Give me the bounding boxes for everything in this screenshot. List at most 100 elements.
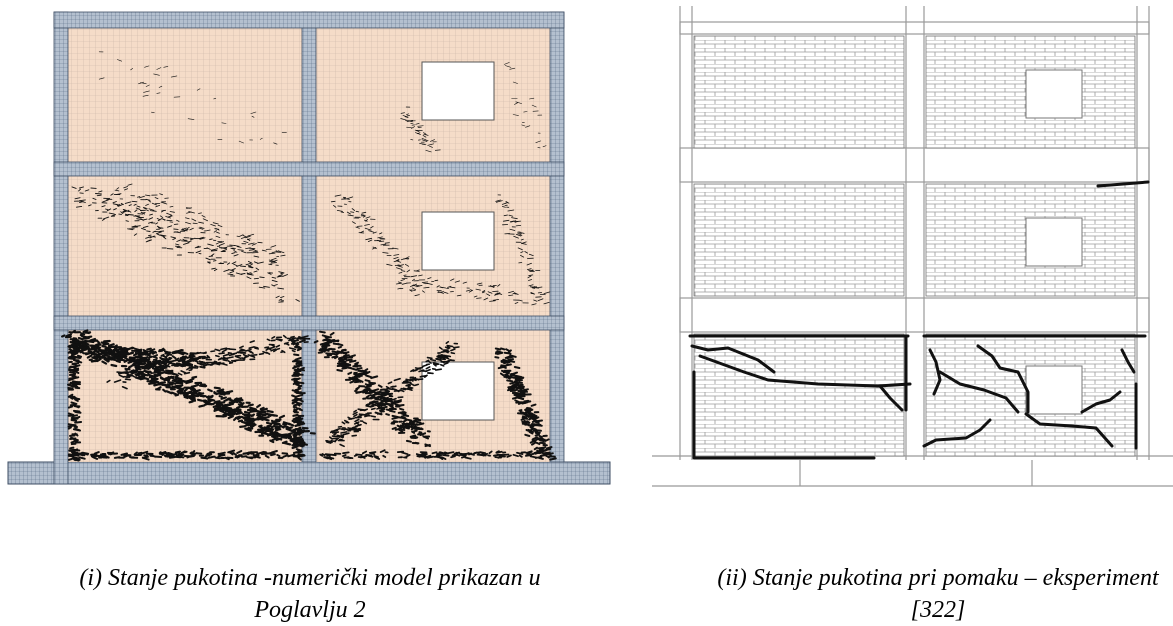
crack-mark [90, 339, 95, 341]
crack-mark [81, 333, 84, 334]
crack-mark [293, 439, 299, 440]
crack-mark [453, 455, 458, 456]
crack-mark [447, 346, 453, 347]
crack-mark [464, 454, 468, 455]
window-opening [1026, 218, 1082, 266]
crack-mark [353, 427, 357, 428]
crack-mark [62, 336, 64, 337]
crack-mark [380, 392, 384, 393]
crack-mark [513, 397, 518, 398]
crack-mark [379, 241, 384, 242]
crack-mark [98, 358, 100, 359]
crack-mark [298, 430, 304, 431]
crack-mark [516, 225, 521, 226]
crack-mark [192, 377, 196, 378]
crack-mark [223, 416, 226, 417]
crack-mark [331, 201, 335, 202]
crack-mark [297, 363, 300, 364]
crack-mark [134, 354, 136, 355]
crack-mark [535, 448, 537, 450]
crack-mark [294, 404, 300, 405]
crack-mark [324, 345, 329, 346]
crack-mark [126, 348, 128, 349]
crack-mark [232, 361, 236, 362]
crack-mark [163, 390, 165, 392]
crack-mark [288, 436, 291, 437]
crack-mark [547, 447, 552, 448]
crack-mark [217, 405, 223, 406]
crack-mark [337, 370, 342, 371]
crack-mark [83, 345, 87, 346]
crack-mark [292, 396, 295, 397]
crack-mark [439, 355, 445, 356]
crack-mark [296, 347, 301, 348]
crack-mark [219, 353, 224, 354]
crack-mark [536, 430, 541, 431]
crack-mark [444, 455, 449, 456]
crack-mark [515, 400, 518, 401]
crack-mark [74, 348, 77, 349]
crack-mark [220, 396, 222, 397]
crack-mark [147, 349, 151, 350]
crack-mark [148, 372, 150, 373]
crack-mark [379, 385, 382, 387]
brick-panel [694, 36, 904, 148]
crack-mark [412, 432, 414, 433]
crack-mark [69, 406, 72, 407]
crack-mark [414, 437, 418, 438]
crack-mark [99, 353, 102, 354]
crack-mark [242, 417, 245, 419]
crack-mark [433, 452, 437, 453]
crack-mark [229, 353, 232, 354]
window-opening [422, 62, 494, 120]
crack-mark [185, 389, 187, 391]
crack-mark [78, 356, 81, 357]
crack-mark [199, 405, 204, 406]
crack-mark [440, 359, 445, 360]
crack-mark [73, 373, 75, 375]
crack-mark [528, 452, 532, 453]
crack-mark [298, 455, 304, 456]
crack-mark [216, 401, 220, 402]
crack-mark [229, 357, 233, 358]
crack-mark [296, 384, 300, 385]
crack-mark [263, 417, 268, 418]
crack-mark [297, 338, 299, 339]
crack-mark [385, 243, 389, 244]
crack-mark [437, 453, 443, 454]
window-openings [422, 62, 494, 420]
crack-mark [108, 347, 114, 348]
crack-mark [70, 357, 73, 358]
crack-mark [531, 456, 537, 457]
crack-mark [528, 412, 532, 413]
crack-mark [334, 344, 339, 345]
crack-mark [75, 342, 78, 343]
crack-mark [343, 455, 346, 456]
crack-mark [198, 393, 204, 394]
crack-mark [365, 369, 367, 370]
crack-mark [323, 340, 326, 341]
crack-mark [365, 372, 368, 373]
crack-mark [495, 357, 498, 358]
crack-mark [209, 457, 212, 458]
crack-mark [73, 452, 78, 453]
crack-mark [530, 432, 533, 434]
crack-mark [185, 373, 190, 374]
crack-mark [174, 379, 177, 380]
crack-mark [445, 452, 448, 453]
crack-mark [536, 434, 539, 435]
crack-mark [401, 426, 403, 428]
column [550, 12, 564, 462]
crack-mark [370, 405, 373, 406]
crack-mark [254, 456, 258, 457]
crack-mark [429, 373, 434, 374]
crack-mark [277, 455, 279, 456]
crack-mark [149, 357, 152, 358]
experiment-figure [640, 0, 1173, 500]
crack-mark [203, 358, 208, 359]
crack-mark [352, 435, 356, 436]
crack-mark [176, 381, 181, 382]
crack-mark [176, 246, 181, 247]
crack-mark [204, 352, 206, 353]
crack-mark [199, 395, 203, 396]
